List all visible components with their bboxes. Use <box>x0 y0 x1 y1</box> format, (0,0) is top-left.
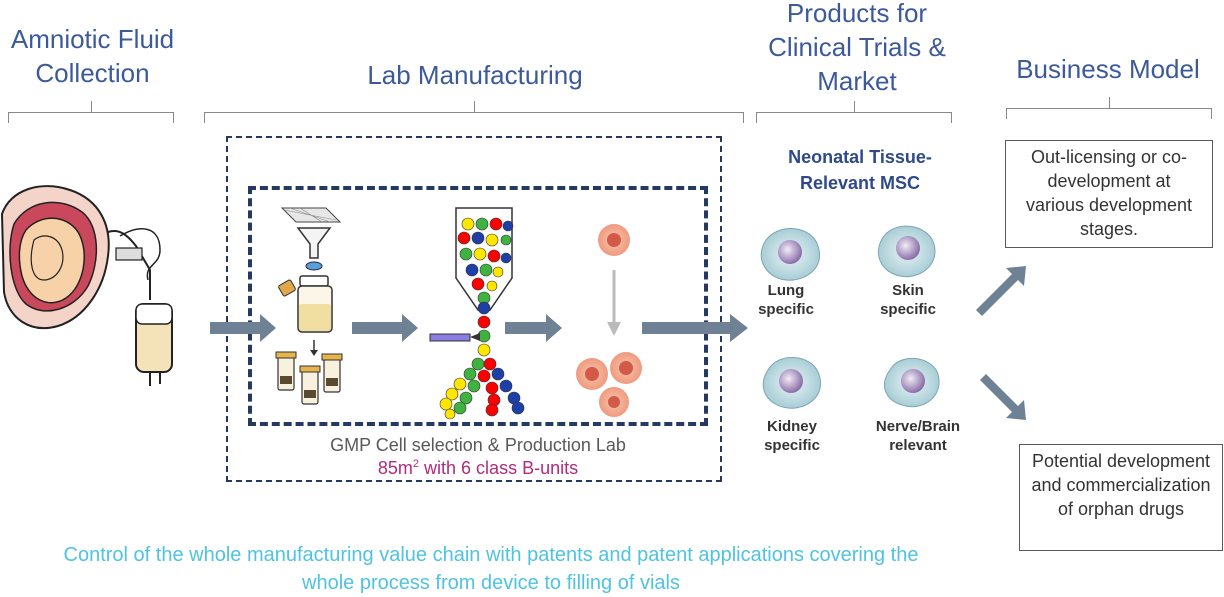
bracket-amniotic <box>8 101 174 123</box>
cell-label-nerve-brain: Nerve/Brain relevant <box>875 418 961 454</box>
lab-area-superscript: 2 <box>412 458 420 470</box>
heading-lab-manufacturing: Lab Manufacturing <box>367 60 583 90</box>
cell-label-skin: Skin specific <box>880 282 936 318</box>
msc-cell-kidney <box>762 357 821 409</box>
msc-cell-lung <box>760 228 821 281</box>
heading-business-model: Business Model <box>1016 54 1200 84</box>
lab-area-suffix: with 6 class B-units <box>419 458 579 478</box>
msc-cell-skin <box>878 225 936 278</box>
business-box-orphan-drugs: Potential development and commercializat… <box>1019 444 1223 551</box>
heading-products: Products for Clinical Trials & Market <box>768 0 946 96</box>
cell-sorter-illustration <box>429 207 525 420</box>
footer-statement: Control of the whole manufacturing value… <box>63 544 919 594</box>
flow-arrows <box>210 266 1026 420</box>
filtration-equipment-illustration <box>275 207 343 405</box>
lab-area-prefix: 85m <box>377 458 413 478</box>
bracket-business <box>1006 97 1212 119</box>
lab-area-caption: 85m2 with 6 class B-units <box>240 458 716 479</box>
gmp-lab-caption: GMP Cell selection & Production Lab <box>330 435 626 455</box>
bracket-lab <box>204 101 744 123</box>
msc-title: Neonatal Tissue-Relevant MSC <box>788 147 932 193</box>
heading-amniotic-fluid-collection: Amniotic Fluid Collection <box>10 24 175 88</box>
pregnancy-collection-illustration <box>0 185 173 386</box>
cell-label-lung: Lung specific <box>758 282 814 318</box>
msc-cell-nerve-brain <box>884 357 940 408</box>
lab-outer-dashed-frame <box>226 136 722 482</box>
cell-label-kidney: Kidney specific <box>764 418 820 454</box>
lab-inner-dashed-frame <box>248 186 708 426</box>
bracket-products <box>756 101 952 123</box>
business-box-out-licensing: Out-licensing or co-development at vario… <box>1005 140 1213 248</box>
expanding-cells-illustration <box>576 224 642 417</box>
